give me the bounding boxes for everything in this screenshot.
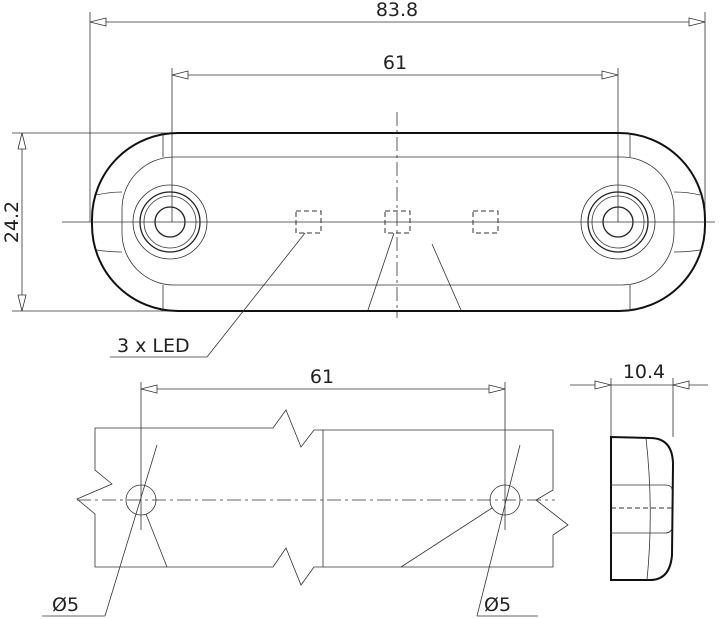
dimension-hole-spacing-bottom: 61	[140, 366, 506, 530]
bottom-view: 61 Ø5 Ø5	[42, 366, 569, 617]
base-left-section	[76, 409, 324, 586]
dimension-depth: 10.4	[570, 361, 708, 437]
height-label: 24.2	[1, 201, 23, 243]
dimension-height: 24.2	[1, 132, 170, 312]
hole-spacing-top-label: 61	[383, 52, 407, 74]
hole-right	[489, 484, 521, 516]
depth-label: 10.4	[623, 361, 665, 383]
hole-diameter-left-label: Ø5	[52, 594, 79, 616]
hole-spacing-bottom-label: 61	[310, 366, 334, 388]
top-view: 83.8 61 24.2	[1, 0, 715, 358]
lens-outline	[121, 156, 675, 286]
hole-left	[125, 484, 157, 516]
side-view: 10.4	[570, 361, 708, 581]
hole-diameter-right-label: Ø5	[484, 594, 511, 616]
overall-length-label: 83.8	[376, 0, 418, 21]
base-right-section	[323, 429, 569, 568]
dimension-hole-spacing-top: 61	[171, 52, 619, 222]
led-3	[472, 210, 499, 234]
dimension-overall-length: 83.8	[89, 0, 706, 222]
led-label: 3 x LED	[117, 335, 190, 357]
led-2	[384, 210, 411, 234]
led-1	[295, 210, 322, 234]
side-profile	[610, 435, 675, 581]
